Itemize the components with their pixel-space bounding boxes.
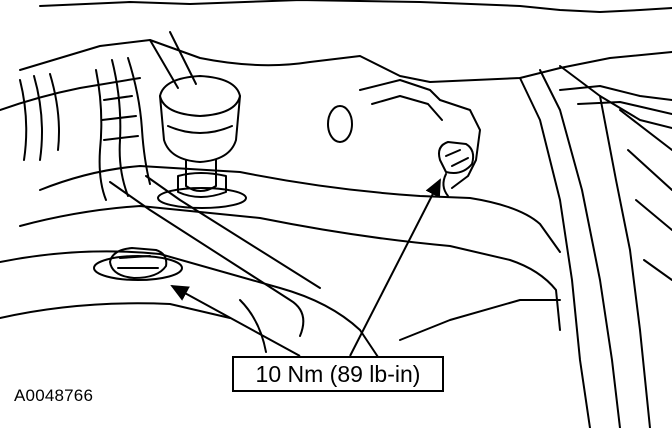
leader-line-lower-bolt: [170, 285, 301, 357]
right-panel-3: [559, 65, 672, 129]
isolator-nut: [177, 172, 227, 198]
right-panel-5: [619, 109, 672, 281]
upper-frame-outline: [39, 0, 672, 13]
right-panel-4: [599, 95, 651, 428]
bracket-arm-strap: [109, 175, 321, 337]
isolator-ring: [167, 125, 233, 134]
right-panel-bracket: [559, 85, 672, 115]
torque-callout: 10 Nm (89 lb-in): [232, 356, 444, 392]
wiring-harness-3: [127, 57, 151, 185]
isolator-top: [159, 75, 241, 117]
mounting-boss: [327, 105, 353, 143]
isolator-washer: [157, 187, 247, 209]
right-panel-1: [519, 77, 591, 428]
figure-id: A0048766: [14, 386, 94, 405]
left-wires: [19, 73, 60, 161]
lower-bolt: [93, 247, 183, 281]
frame-rail-left: [0, 77, 141, 111]
leader-line-upper-bolt: [349, 178, 441, 357]
support-tube: [149, 31, 197, 89]
lower-right-body: [399, 299, 561, 341]
bracket-arm-bottom: [19, 205, 561, 331]
lower-body-line: [0, 302, 231, 319]
center-bracket-inner: [371, 95, 443, 121]
isolator-body: [159, 95, 241, 163]
wiring-clip: [101, 95, 139, 141]
isolator-stud: [185, 159, 217, 192]
upper-frame-lower-edge: [19, 39, 672, 83]
wiring-harness-1: [95, 69, 107, 201]
torque-label: 10 Nm (89 lb-in): [255, 360, 421, 387]
wiring-harness-2: [111, 59, 129, 197]
bracket-lower-skirt: [0, 250, 381, 361]
upper-bolt: [438, 141, 475, 197]
right-panel-2: [539, 69, 621, 428]
center-bracket: [359, 79, 481, 189]
bracket-arm-top: [39, 165, 561, 253]
